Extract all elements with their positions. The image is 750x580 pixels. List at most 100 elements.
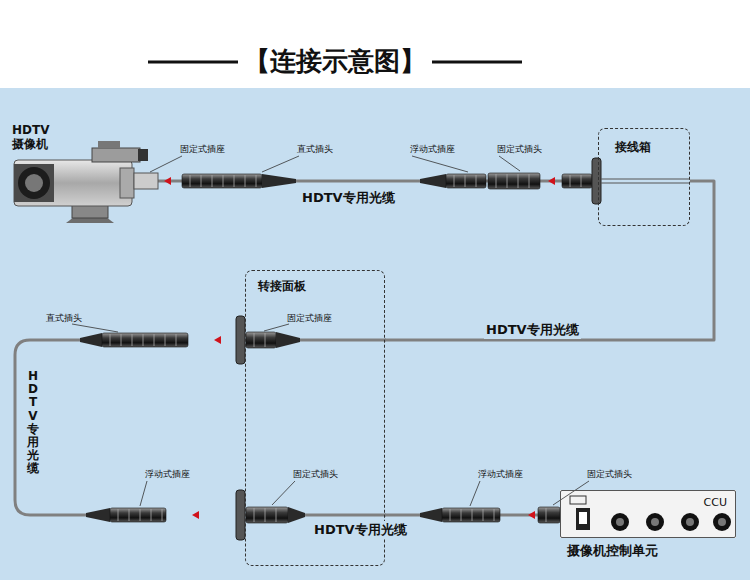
panel-flange — [592, 158, 601, 204]
plug-ring — [494, 509, 495, 521]
socket-boot — [86, 508, 110, 522]
title-rule — [148, 61, 238, 64]
cable-label: HDTV专用光缆 — [312, 521, 409, 539]
plug-ring — [245, 175, 246, 187]
plug-ring — [265, 508, 266, 522]
fixed-plug — [488, 173, 540, 189]
camera-unit: HDTV 摄像机 — [12, 124, 158, 224]
part-label: 浮动式插座 — [145, 468, 190, 481]
floating-socket — [110, 508, 166, 522]
part-label: 直式插头 — [297, 143, 333, 156]
plug-ring — [151, 509, 152, 521]
plug-ring — [212, 175, 213, 187]
device-label: HDTV 摄像机 — [12, 124, 64, 152]
plug-ring — [450, 509, 451, 521]
plug-ring — [110, 334, 111, 346]
straight-plug — [102, 333, 188, 347]
leader-line — [262, 156, 299, 172]
plug-ring — [154, 334, 155, 346]
plug-ring — [465, 175, 466, 187]
part-label: 固定式插头 — [587, 468, 632, 481]
leader-line — [72, 324, 118, 332]
leader-line — [140, 481, 147, 506]
plug-ring — [276, 508, 277, 522]
camera-viewfinder — [92, 148, 140, 162]
fixed-plug — [538, 507, 560, 523]
cable — [300, 339, 386, 342]
device-label: 摄像机控制单元 — [567, 542, 658, 560]
ccu-port — [646, 513, 664, 531]
part-label: 浮动式插座 — [478, 468, 523, 481]
part-label: 直式插头 — [46, 312, 82, 325]
direction-marker — [548, 177, 555, 185]
leader-line — [470, 481, 480, 506]
ccu-switch — [576, 508, 590, 530]
ccu-port — [713, 513, 731, 531]
plug-boot — [80, 333, 102, 347]
leader-line — [499, 156, 520, 171]
leader-line — [272, 481, 295, 505]
floating-socket — [446, 174, 486, 188]
plug-ring — [483, 509, 484, 521]
plug-ring — [176, 334, 177, 346]
plug-ring — [472, 509, 473, 521]
plug-ring — [140, 509, 141, 521]
plug-ring — [265, 333, 266, 347]
ccu-port — [611, 513, 629, 531]
ccu-port — [681, 513, 699, 531]
camera-lens-housing — [14, 164, 54, 202]
ccu-port-pin — [718, 518, 726, 526]
plug-ring — [529, 174, 530, 188]
ccu-switch-window — [579, 512, 587, 524]
plug-ring — [546, 508, 547, 522]
fixed-socket — [246, 332, 276, 348]
camera-lens — [18, 167, 50, 199]
plug-ring — [132, 334, 133, 346]
plug-ring — [165, 334, 166, 346]
plug-ring — [518, 174, 519, 188]
fiber-cable — [385, 181, 714, 340]
device-tag: CCU — [704, 496, 727, 509]
ccu-box: CCU摄像机控制单元 — [560, 490, 736, 538]
part-label: 固定式插座 — [287, 312, 332, 325]
plug-ring — [254, 508, 255, 522]
floating-socket — [442, 508, 500, 522]
leader-line — [150, 156, 182, 172]
title-rule — [432, 61, 522, 64]
fixed-socket — [562, 174, 592, 188]
plug-boot — [262, 174, 296, 188]
ccu-front — [560, 490, 736, 538]
part-label: 浮动式插座 — [410, 143, 455, 156]
panel-flange — [236, 490, 245, 540]
plug-ring — [143, 334, 144, 346]
plug-ring — [496, 174, 497, 188]
plug-ring — [162, 509, 163, 521]
ccu-port-pin — [686, 518, 694, 526]
cable — [15, 340, 88, 515]
plug-ring — [454, 175, 455, 187]
plug-ring — [118, 509, 119, 521]
socket-boot — [420, 508, 442, 522]
plug-ring — [461, 509, 462, 521]
plug-ring — [476, 175, 477, 187]
direction-marker — [214, 336, 221, 344]
ccu-indicator — [570, 496, 586, 504]
part-label: 固定式插头 — [497, 143, 542, 156]
camera-side-panel — [120, 168, 134, 198]
cable — [305, 514, 386, 517]
leader-line — [412, 156, 468, 172]
plug-ring — [581, 175, 582, 187]
viewfinder-eyepiece — [138, 149, 148, 161]
socket-boot — [276, 332, 300, 348]
cable-label: HDTV专用光缆 — [484, 321, 581, 339]
camera-lens-glass — [25, 174, 43, 192]
fixed-plug — [246, 507, 288, 523]
junction-box: 接线箱 — [598, 128, 690, 226]
group-heading: 接线箱 — [615, 139, 651, 156]
plug-boot — [288, 507, 305, 523]
leader-line — [553, 481, 589, 505]
plug-ring — [234, 175, 235, 187]
camera-handle — [98, 141, 120, 148]
